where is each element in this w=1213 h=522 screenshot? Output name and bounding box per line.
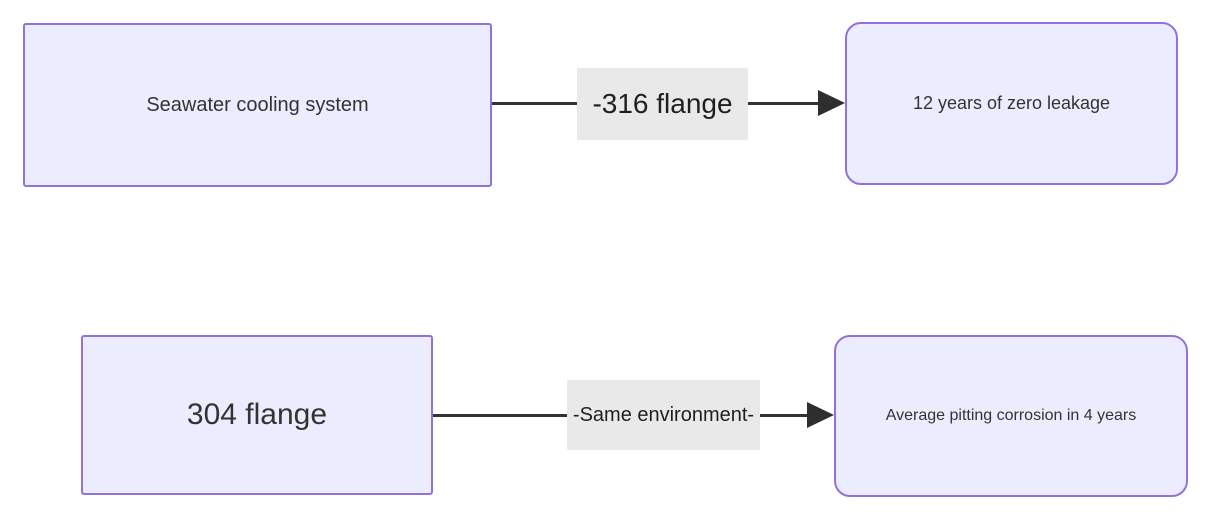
- arrowhead-right-icon: [807, 402, 834, 428]
- edge-label-316-flange: -316 flange: [577, 68, 748, 140]
- node-label: 12 years of zero leakage: [912, 93, 1111, 113]
- node-label: 304 flange: [186, 398, 328, 431]
- node-12-years-zero-leakage: 12 years of zero leakage: [845, 22, 1178, 185]
- node-label: Average pitting corrosion in 4 years: [885, 407, 1137, 424]
- arrowhead-right-icon: [818, 90, 845, 116]
- node-average-pitting-corrosion: Average pitting corrosion in 4 years: [834, 335, 1188, 497]
- node-304-flange: 304 flange: [81, 335, 433, 495]
- node-label: Seawater cooling system: [146, 93, 369, 116]
- edge-label-same-environment: -Same environment-: [567, 380, 760, 450]
- edge-label-text: -316 flange: [592, 88, 733, 119]
- edge-label-text: -Same environment-: [572, 403, 755, 426]
- node-seawater-cooling-system: Seawater cooling system: [23, 23, 492, 187]
